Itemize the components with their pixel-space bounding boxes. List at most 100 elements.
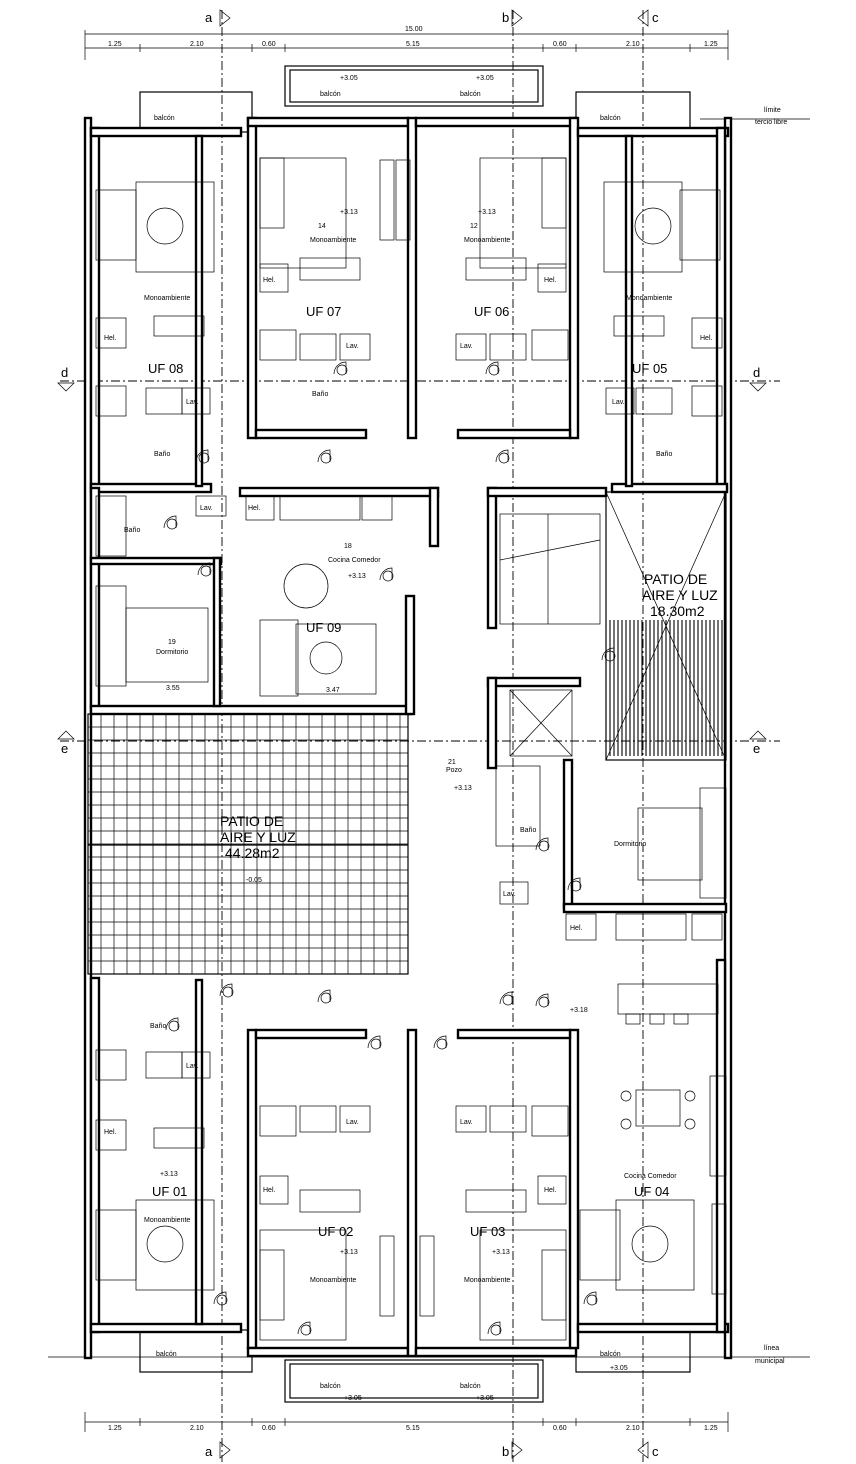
room-label-bano-uf01: Baño	[150, 1023, 166, 1030]
section-marker-a-bottom: a	[205, 1441, 231, 1459]
door-swing	[367, 1035, 381, 1049]
svg-text:b: b	[502, 10, 509, 25]
door-swing	[213, 1291, 227, 1305]
svg-text:5.15: 5.15	[406, 41, 420, 48]
door-marker	[320, 452, 332, 464]
room-number-12: 12	[470, 223, 478, 230]
room-label-bano-15: Baño	[312, 391, 328, 398]
door-swing	[165, 1017, 179, 1031]
door-marker	[604, 650, 616, 662]
note-limite: límite tercio libre	[700, 107, 810, 126]
door-swing	[567, 877, 581, 891]
section-marker-d-left: d	[57, 365, 75, 392]
door-marker	[168, 1020, 180, 1032]
door-marker	[320, 992, 332, 1004]
door-marker	[488, 364, 500, 376]
level-uf03: +3.13	[492, 1249, 510, 1256]
door-swing	[601, 647, 615, 661]
uf03-room	[419, 1105, 569, 1341]
door-marker	[538, 996, 550, 1008]
level-pozo: +3.13	[454, 785, 472, 792]
svg-text:2.10: 2.10	[626, 41, 640, 48]
door-swing	[535, 837, 549, 851]
section-marker-b-bottom: b	[502, 1441, 523, 1459]
unit-label-uf08: UF 08	[148, 361, 183, 376]
unit-label-uf04: UF 04	[634, 1184, 669, 1199]
appliance-lav-uf07: Lav.	[346, 343, 359, 350]
uf04-room	[579, 983, 727, 1295]
door-marker	[198, 452, 210, 464]
balcony-label-uf02: balcón	[320, 1383, 341, 1390]
level-uf07: +3.13	[340, 209, 358, 216]
svg-text:1.25: 1.25	[704, 41, 718, 48]
section-marker-c-bottom: c	[637, 1441, 659, 1459]
balcony-label-uf06: balcón	[460, 91, 481, 98]
door-swing	[333, 361, 347, 375]
room-label-cocina-comedor-18: Cocina Comedor	[328, 557, 381, 564]
appliance-lav-uf03: Lav.	[460, 1119, 473, 1126]
door-marker	[382, 570, 394, 582]
patio-large-title-2: AIRE Y LUZ	[220, 829, 296, 845]
door-swing	[487, 1321, 501, 1335]
door-marker	[436, 1038, 448, 1050]
appliance-hel-uf02: Hel.	[263, 1187, 276, 1194]
svg-text:d: d	[753, 365, 760, 380]
room-label-monoambiente-02: Monoambiente	[310, 1277, 356, 1284]
uf09-walls	[89, 486, 440, 716]
svg-text:línea: línea	[764, 1345, 779, 1352]
dim-347: 3.47	[326, 687, 340, 694]
uf04-dormitorio	[495, 758, 728, 941]
door-swing	[379, 567, 393, 581]
section-marker-b-top: b	[502, 9, 523, 27]
unit-label-uf05: UF 05	[632, 361, 667, 376]
svg-text:tercio libre: tercio libre	[755, 119, 787, 126]
room-label-dormitorio-19: Dormitorio	[156, 649, 188, 656]
svg-text:1.25: 1.25	[704, 1425, 718, 1432]
svg-text:15.00: 15.00	[405, 26, 423, 33]
room-label-bano-uf04: Baño	[520, 827, 536, 834]
door-marker	[336, 364, 348, 376]
door-swing	[535, 993, 549, 1007]
section-marker-e-left: e	[57, 730, 75, 756]
uf08-room	[95, 181, 215, 417]
appliance-lav-uf06: Lav.	[460, 343, 473, 350]
svg-text:municipal: municipal	[755, 1358, 785, 1365]
door-swings	[163, 361, 616, 1336]
room-number-19: 19	[168, 639, 176, 646]
room-label-monoambiente-12: Monoambiente	[464, 237, 510, 244]
svg-text:a: a	[205, 10, 213, 25]
section-lines	[60, 10, 780, 1462]
door-marker	[502, 994, 514, 1006]
stair-core	[486, 486, 608, 770]
appliance-hel-uf09: Hel.	[248, 505, 261, 512]
door-swing	[433, 1035, 447, 1049]
svg-text:a: a	[205, 1444, 213, 1459]
svg-text:c: c	[652, 10, 659, 25]
balcony-label: balcón	[154, 115, 175, 122]
patio-small	[605, 491, 727, 761]
appliance-lav-uf09: Lav.	[200, 505, 213, 512]
svg-text:0.60: 0.60	[553, 41, 567, 48]
door-swing	[485, 361, 499, 375]
room-label-monoambiente-01: Monoambiente	[144, 1217, 190, 1224]
appliance-hel-uf04: Hel.	[570, 925, 583, 932]
section-marker-c-top: c	[637, 9, 659, 27]
dim-355: 3.55	[166, 685, 180, 692]
appliance-hel-uf06: Hel.	[544, 277, 557, 284]
door-swing	[197, 562, 211, 576]
svg-text:2.10: 2.10	[190, 1425, 204, 1432]
room-label-monoambiente-14: Monoambiente	[310, 237, 356, 244]
uf09-furniture	[95, 495, 393, 697]
door-swing	[317, 989, 331, 1003]
appliance-hel-uf03: Hel.	[544, 1187, 557, 1194]
door-swing	[499, 991, 513, 1005]
door-swing	[297, 1321, 311, 1335]
svg-text:b: b	[502, 1444, 509, 1459]
patio-small-title-1: PATIO DE	[644, 571, 707, 587]
uf01-room	[95, 1049, 215, 1291]
svg-text:1.25: 1.25	[108, 1425, 122, 1432]
unit-label-uf09: UF 09	[306, 620, 341, 635]
svg-text:0.60: 0.60	[262, 41, 276, 48]
balcony-label-uf01: balcón	[156, 1351, 177, 1358]
level-balcony-uf07: +3.05	[340, 75, 358, 82]
